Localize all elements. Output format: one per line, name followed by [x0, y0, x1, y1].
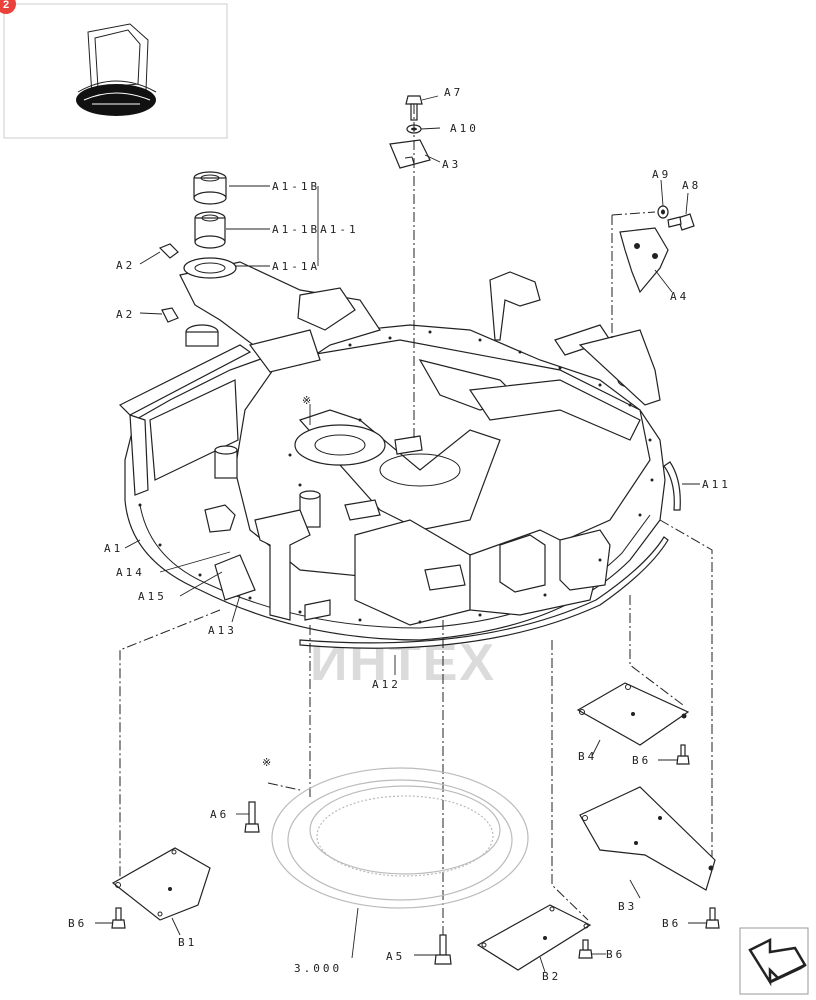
label-b4: B4 — [578, 750, 597, 763]
bolt-b6-b3[interactable] — [688, 907, 720, 929]
label-a11: A11 — [702, 478, 731, 491]
cover-plate-b1[interactable] — [111, 847, 211, 936]
bushing-a1-1a[interactable] — [183, 257, 237, 279]
label-note-mark-2: ※ — [262, 756, 274, 769]
label-a3: A3 — [442, 158, 461, 171]
label-ring-3000: 3.000 — [294, 962, 342, 975]
label-b2: B2 — [542, 970, 561, 983]
label-note-mark: ※ — [302, 394, 314, 407]
label-a1-1a: A1-1A — [272, 260, 320, 273]
label-a1-1b: A1-1B — [272, 180, 320, 193]
label-b1: B1 — [178, 936, 197, 949]
bolt-a6[interactable] — [236, 801, 260, 833]
page-badge — [0, 0, 16, 14]
seal-a12[interactable] — [299, 536, 669, 675]
bolt-a5[interactable] — [414, 934, 452, 965]
label-a9: A9 — [652, 168, 671, 181]
bushing-a1-1b-lower[interactable] — [194, 211, 226, 249]
bracket-a4[interactable] — [619, 227, 673, 294]
bolt-b6-b2[interactable] — [578, 939, 606, 959]
washer-a9[interactable] — [657, 179, 669, 219]
washer-a10[interactable] — [406, 124, 441, 134]
grease-fitting-a2-top[interactable] — [139, 243, 179, 265]
part-labels: A7 A10 A3 A1-1B A1-1BA1-1 A1-1A A2 A2 A9… — [68, 86, 731, 983]
bolt-a7[interactable] — [405, 95, 439, 121]
label-b6-d: B6 — [606, 948, 625, 961]
label-a13: A13 — [208, 624, 237, 637]
lower-bushing — [185, 324, 219, 347]
label-a8: A8 — [682, 179, 701, 192]
label-a10: A10 — [450, 122, 479, 135]
label-a2-bottom: A2 — [116, 308, 135, 321]
bolt-a8[interactable] — [667, 192, 695, 231]
label-a2-top: A2 — [116, 259, 135, 272]
rubber-strip-a11[interactable] — [663, 461, 700, 511]
bolt-b6-b1[interactable] — [95, 907, 126, 929]
label-a14: A14 — [116, 566, 145, 579]
label-a1-1b-a1-1: A1-1BA1-1 — [272, 223, 359, 236]
cover-plate-b4[interactable] — [576, 682, 690, 757]
label-a1: A1 — [104, 542, 123, 555]
cover-plate-b2[interactable] — [476, 904, 592, 973]
grease-fitting-a2-bottom[interactable] — [139, 307, 179, 323]
bushing-a1-1b[interactable] — [193, 171, 227, 205]
assembly-line-a8 — [611, 211, 656, 216]
page-badge-number: 2 — [3, 0, 9, 11]
upper-frame — [118, 261, 666, 641]
next-page-arrow-icon[interactable] — [739, 927, 809, 995]
label-a5: A5 — [386, 950, 405, 963]
plate-a3[interactable] — [389, 139, 441, 169]
label-a7: A7 — [444, 86, 463, 99]
label-b3: B3 — [618, 900, 637, 913]
label-a15: A15 — [138, 590, 167, 603]
cover-plate-b3[interactable] — [579, 786, 716, 899]
label-a12: A12 — [372, 678, 401, 691]
label-b6-c: B6 — [68, 917, 87, 930]
slewing-ring[interactable] — [271, 767, 529, 959]
assembly-lines-lower — [119, 519, 713, 945]
label-b6-b: B6 — [662, 917, 681, 930]
thumbnail-panel[interactable]: 2 — [0, 0, 228, 139]
label-a4: A4 — [670, 290, 689, 303]
cab-thumbnail-image — [76, 23, 157, 116]
bolt-b6-b4[interactable] — [658, 744, 690, 765]
label-b6-a: B6 — [632, 754, 651, 767]
label-a6: A6 — [210, 808, 229, 821]
leader-lines — [124, 185, 319, 623]
